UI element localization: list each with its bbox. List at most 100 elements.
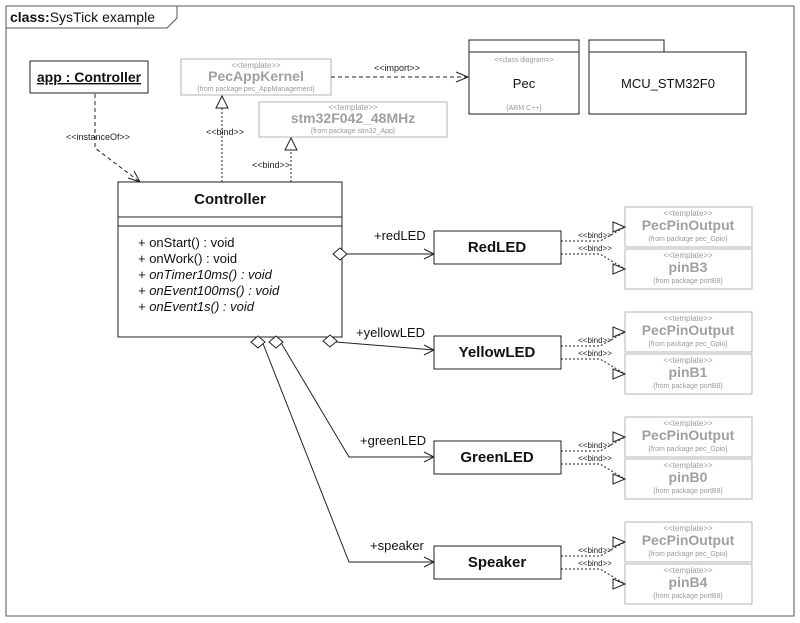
template-from-package: {from package pec_Gpio} [649, 236, 729, 243]
association-role-label: +speaker [370, 538, 425, 553]
pec-package[interactable] [468, 51, 580, 115]
template-bind-label: <<bind>> [578, 336, 612, 345]
template-bind-arrowhead [612, 473, 627, 485]
composition-association [279, 340, 434, 458]
associations: +redLED+yellowLED+greenLED+speaker [250, 228, 436, 568]
template-stereotype: <<template>> [663, 461, 713, 470]
controller-operation: + onStart() : void [138, 235, 234, 250]
composition-diamond [332, 247, 348, 261]
part-class-yellowled[interactable] [433, 335, 562, 370]
template-from-package: {from package portB8} [653, 278, 723, 285]
pec-app-kernel-class[interactable] [180, 58, 332, 96]
template-class[interactable] [624, 563, 753, 605]
template-bind-line [561, 541, 626, 557]
template-bind-line [561, 568, 626, 585]
template-bind-label: <<bind>> [578, 244, 612, 253]
association-role-label: +yellowLED [356, 325, 425, 340]
template-bind-label: <<bind>> [578, 231, 612, 240]
template-stereotype: <<template>> [663, 419, 713, 428]
template-from-package: {from package portB8} [653, 593, 723, 600]
kernel-from-package: {from package pec_AppManagement} [197, 86, 315, 93]
template-bind-line [561, 331, 626, 347]
import-label: <<import>> [374, 63, 420, 73]
template-bind-label: <<bind>> [578, 441, 612, 450]
template-bind-arrowhead [612, 221, 627, 233]
template-class[interactable] [624, 521, 753, 563]
template-bind-line [561, 463, 626, 480]
template-class[interactable] [624, 353, 753, 395]
mcu-package-name: MCU_STM32F0 [621, 76, 715, 91]
template-class[interactable] [624, 311, 753, 353]
controller-class[interactable] [117, 181, 343, 338]
template-from-package: {from package pec_Gpio} [649, 446, 729, 453]
template-stereotype: <<template>> [663, 251, 713, 260]
controller-operation: + onTimer10ms() : void [138, 267, 273, 282]
template-name: PecPinOutput [642, 322, 735, 338]
mcu-package[interactable] [588, 51, 747, 115]
template-stereotype: <<template>> [663, 566, 713, 575]
template-class[interactable] [624, 206, 753, 248]
stm32-class[interactable] [258, 101, 448, 138]
composition-association [335, 341, 435, 351]
template-bind-line [561, 253, 626, 270]
template-name: pinB1 [669, 364, 708, 380]
controller-operation: + onEvent1s() : void [138, 299, 255, 314]
template-class[interactable] [624, 248, 753, 290]
composition-diamond [322, 334, 338, 348]
template-bind-arrowhead [612, 263, 627, 275]
kernel-stereotype: <<template>> [231, 61, 281, 70]
template-stereotype: <<template>> [663, 356, 713, 365]
pec-package-stereotype: <<class diagram>> [494, 57, 554, 64]
template-name: PecPinOutput [642, 217, 735, 233]
template-bind-line [561, 436, 626, 452]
template-name: PecPinOutput [642, 532, 735, 548]
template-from-package: {from package portB8} [653, 383, 723, 390]
pec-package-tab [468, 39, 580, 53]
frame-title: class:SysTick example [10, 9, 155, 25]
template-bind-label: <<bind>> [578, 559, 612, 568]
mcu-package-tab [588, 39, 665, 53]
template-bind-line [561, 226, 626, 242]
template-class[interactable] [624, 458, 753, 500]
stm-bind-label: <<bind>> [252, 160, 290, 170]
template-class[interactable] [624, 416, 753, 458]
template-from-package: {from package pec_Gpio} [649, 551, 729, 558]
kernel-bind-arrowhead [215, 94, 229, 109]
template-bind-label: <<bind>> [578, 454, 612, 463]
stm-stereotype: <<template>> [328, 103, 378, 112]
stm-name: stm32F042_48MHz [291, 110, 416, 126]
part-class-redled[interactable] [433, 230, 562, 265]
template-bind-line [561, 358, 626, 375]
template-stereotype: <<template>> [663, 209, 713, 218]
template-bind-arrowhead [612, 536, 627, 548]
association-role-label: +greenLED [360, 433, 426, 448]
kernel-name: PecAppKernel [208, 68, 304, 84]
part-class-name: Speaker [468, 554, 527, 571]
kernel-bind-label: <<bind>> [206, 127, 244, 137]
instance-of-dependency [94, 94, 141, 183]
template-bind-arrowhead [612, 368, 627, 380]
part-classes: RedLED<<template>>PecPinOutput{from pack… [433, 206, 753, 605]
composition-association [261, 340, 434, 563]
template-bind-label: <<bind>> [578, 349, 612, 358]
template-bind-arrowhead [612, 578, 627, 590]
frame-title-tab [6, 6, 178, 29]
controller-operations: + onStart() : void+ onWork() : void+ onT… [138, 235, 280, 314]
part-class-speaker[interactable] [433, 545, 562, 580]
template-stereotype: <<template>> [663, 524, 713, 533]
template-from-package: {from package portB8} [653, 488, 723, 495]
part-class-name: YellowLED [459, 344, 536, 361]
template-name: pinB0 [669, 469, 708, 485]
part-class-name: GreenLED [460, 449, 534, 466]
diagram-frame [5, 5, 795, 617]
composition-diamond [250, 335, 266, 349]
template-from-package: {from package pec_Gpio} [649, 341, 729, 348]
app-controller-instance[interactable] [29, 60, 149, 94]
template-name: PecPinOutput [642, 427, 735, 443]
part-class-greenled[interactable] [433, 440, 562, 475]
part-class-name: RedLED [468, 239, 527, 256]
composition-diamond [268, 335, 284, 349]
pec-package-note: {ARM C++} [506, 105, 542, 112]
template-name: pinB4 [669, 574, 708, 590]
template-stereotype: <<template>> [663, 314, 713, 323]
